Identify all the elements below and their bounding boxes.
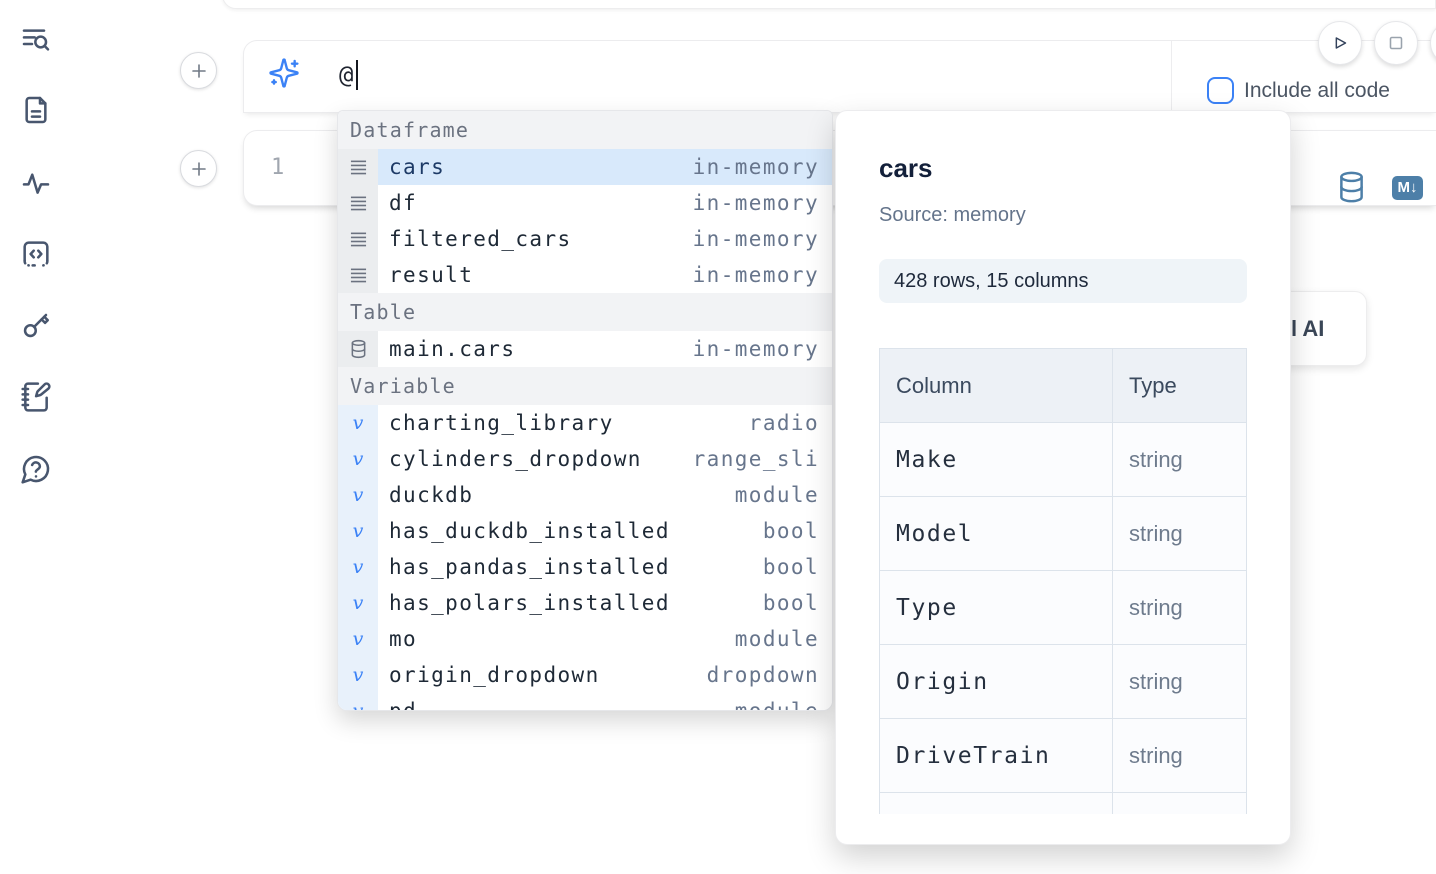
code-snippet-icon[interactable]: [18, 236, 54, 272]
completion-section-header: Dataframe: [338, 111, 832, 149]
scratchpad-icon[interactable]: [18, 379, 54, 415]
table-database-icon: [338, 331, 378, 367]
completion-item-origin-dropdown[interactable]: v origin_dropdown dropdown: [338, 657, 832, 693]
database-icon[interactable]: [1338, 171, 1365, 203]
add-cell-button-bottom[interactable]: [180, 150, 217, 187]
completion-item-has-duckdb-installed[interactable]: v has_duckdb_installed bool: [338, 513, 832, 549]
completion-item-main-cars[interactable]: main.cars in-memory: [338, 331, 832, 367]
sparkles-icon: [269, 58, 299, 88]
completion-item-filtered-cars[interactable]: filtered_cars in-memory: [338, 221, 832, 257]
variable-icon: v: [338, 621, 378, 657]
dataset-title: cars: [879, 153, 933, 183]
completion-item-duckdb[interactable]: v duckdb module: [338, 477, 832, 513]
left-sidebar: [0, 0, 72, 874]
help-chat-icon[interactable]: [18, 451, 54, 487]
completion-item-mo[interactable]: v mo module: [338, 621, 832, 657]
completion-item-charting-library[interactable]: v charting_library radio: [338, 405, 832, 441]
variable-icon: v: [338, 585, 378, 621]
dataframe-rows-icon: [338, 149, 378, 185]
dataset-schema-table: Column Type Make string Model string Typ…: [879, 348, 1247, 814]
variable-icon: v: [338, 513, 378, 549]
text-cursor: [356, 60, 358, 90]
variable-icon: v: [338, 549, 378, 585]
completion-section-header: Variable: [338, 367, 832, 405]
table-row: Origin string: [879, 644, 1247, 719]
completion-item-df[interactable]: df in-memory: [338, 185, 832, 221]
toc-search-icon[interactable]: [18, 22, 54, 58]
schema-header-row: Column Type: [879, 348, 1247, 423]
line-number: 1: [271, 155, 285, 180]
variable-icon: v: [338, 657, 378, 693]
markdown-export-icon[interactable]: M↓: [1392, 176, 1423, 200]
dataset-source: Source: memory: [879, 204, 1026, 226]
completion-item-cylinders-dropdown[interactable]: v cylinders_dropdown range_sli: [338, 441, 832, 477]
include-all-code-checkbox[interactable]: [1207, 77, 1234, 104]
completion-section-header: Table: [338, 293, 832, 331]
table-row: DriveTrain string: [879, 718, 1247, 793]
ai-prompt-cell: @ Include all code: [243, 40, 1436, 113]
ai-prompt-input[interactable]: @: [339, 61, 354, 89]
run-cell-button[interactable]: [1318, 21, 1362, 65]
completion-item-result[interactable]: result in-memory: [338, 257, 832, 293]
ai-action-label: l AI: [1291, 316, 1325, 341]
key-icon[interactable]: [18, 307, 54, 343]
completion-item-cars[interactable]: cars in-memory: [338, 149, 832, 185]
table-row: Model string: [879, 496, 1247, 571]
add-cell-button-top[interactable]: [180, 52, 217, 89]
dataframe-rows-icon: [338, 257, 378, 293]
dataframe-rows-icon: [338, 221, 378, 257]
completion-item-has-polars-installed[interactable]: v has_polars_installed bool: [338, 585, 832, 621]
variable-icon: v: [338, 441, 378, 477]
document-icon[interactable]: [18, 92, 54, 128]
activity-icon[interactable]: [18, 165, 54, 201]
stop-button[interactable]: [1374, 21, 1418, 65]
input-divider: [1171, 41, 1172, 112]
dataset-preview-popup: cars Source: memory 428 rows, 15 columns…: [835, 110, 1291, 845]
previous-cell-edge: [222, 0, 1436, 9]
dataframe-rows-icon: [338, 185, 378, 221]
completion-item-has-pandas-installed[interactable]: v has_pandas_installed bool: [338, 549, 832, 585]
table-row: Type string: [879, 570, 1247, 645]
table-row: Make string: [879, 422, 1247, 497]
autocomplete-dropdown: Dataframe cars in-memory df in-memory fi…: [337, 110, 833, 711]
include-all-code-label: Include all code: [1244, 79, 1390, 102]
variable-icon: v: [338, 477, 378, 513]
completion-item-pd[interactable]: v pd module: [338, 693, 832, 710]
variable-icon: v: [338, 693, 378, 710]
type-header: Type: [1112, 348, 1247, 423]
table-row-clipped: [879, 792, 1247, 814]
column-header: Column: [879, 348, 1113, 423]
dataset-shape-badge: 428 rows, 15 columns: [879, 259, 1247, 303]
variable-icon: v: [338, 405, 378, 441]
